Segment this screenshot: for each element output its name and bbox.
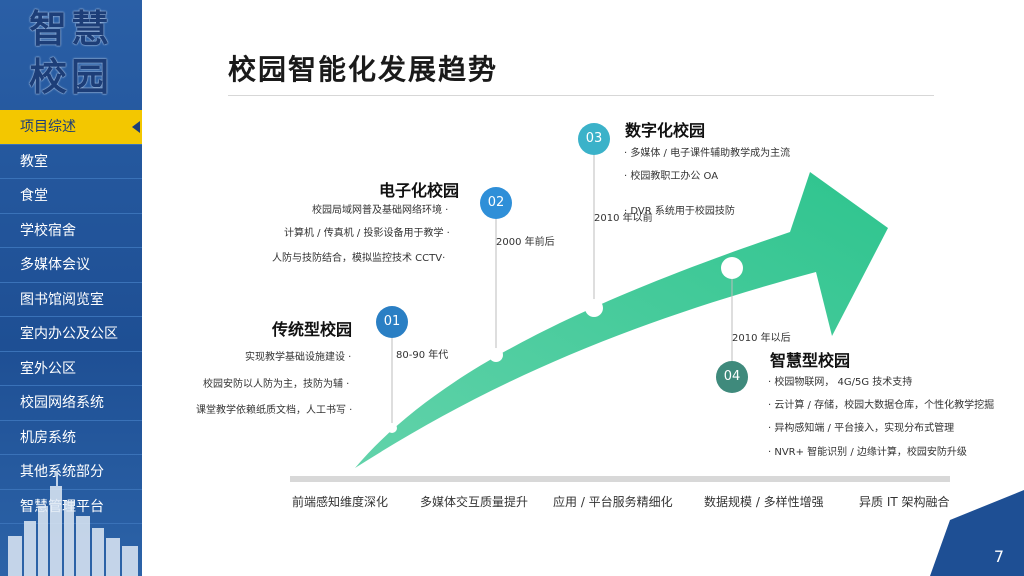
connector-lines: [391, 148, 733, 426]
sidebar-item-other-systems[interactable]: 其他系统部分: [0, 455, 142, 490]
stage-year-01: 80-90 年代: [396, 350, 449, 361]
stage-03-bullet-1: · 多媒体 / 电子课件辅助教学成为主流: [624, 148, 791, 159]
stage-02-bullet-3: 人防与技防结合，模拟监控技术 CCTV·: [272, 253, 446, 264]
stage-number-03: 03: [585, 131, 603, 146]
sidebar-item-project-overview[interactable]: 项目综述: [0, 110, 142, 145]
sidebar-item-campus-network[interactable]: 校园网络系统: [0, 386, 142, 421]
growth-arrow: [355, 172, 888, 468]
stage-01-bullet-3: 课堂教学依赖纸质文档，人工书写 ·: [196, 405, 353, 416]
stage-01-bullet-2: 校园安防以人防为主，技防为辅 ·: [203, 379, 350, 390]
stage-name-03: 数字化校园: [625, 121, 706, 140]
sidebar: 智慧 校园 项目综述 教室 食堂 学校宿舍 多媒体会议 图书馆阅览室 室内办公及…: [0, 0, 142, 576]
sidebar-title-line1: 智慧: [28, 7, 113, 51]
footer-label-4: 数据规模 / 多样性增强: [704, 495, 824, 509]
stage-02-bullet-1: 校园局域网普及基础网络环境 ·: [312, 205, 449, 216]
stage-02-bullet-2: 计算机 / 传真机 / 投影设备用于教学 ·: [284, 228, 450, 239]
stage-badge-01: [376, 306, 408, 338]
sidebar-item-outdoor-area[interactable]: 室外公区: [0, 352, 142, 386]
city-skyline-illustration: [8, 472, 138, 576]
timeline-base-bar: [290, 476, 950, 482]
footer-label-3: 应用 / 平台服务精细化: [553, 495, 673, 509]
stage-name-02: 电子化校园: [379, 181, 460, 200]
page-number: 7: [993, 547, 1004, 566]
corner-accent: [930, 490, 1024, 576]
footer-label-5: 异质 IT 架构融合: [859, 495, 950, 509]
stage-year-02: 2000 年前后: [496, 237, 555, 248]
sidebar-item-indoor-office[interactable]: 室内办公及公区: [0, 317, 142, 352]
stage-name-01: 传统型校园: [272, 320, 353, 339]
stage-year-04: 2010 年以后: [732, 333, 791, 344]
stage-badge-02: [480, 187, 512, 219]
milestone-dots: [387, 257, 743, 433]
sidebar-item-canteen[interactable]: 食堂: [0, 179, 142, 214]
stage-03-bullet-3: · DVR 系统用于校园技防: [624, 206, 735, 217]
stage-04-bullet-4: · NVR+ 智能识别 / 边缘计算，校园安防升级: [768, 447, 967, 458]
stage-name-04: 智慧型校园: [770, 351, 851, 370]
stage-badge-04: [716, 361, 748, 393]
sidebar-item-multimedia-meeting[interactable]: 多媒体会议: [0, 248, 142, 283]
stage-04-bullet-1: · 校园物联网， 4G/5G 技术支持: [768, 377, 913, 388]
sidebar-item-library[interactable]: 图书馆阅览室: [0, 283, 142, 317]
stage-03-bullet-2: · 校园教职工办公 OA: [624, 171, 719, 182]
sidebar-item-classroom[interactable]: 教室: [0, 145, 142, 179]
footer-label-1: 前端感知维度深化: [292, 495, 389, 509]
stage-04-bullet-3: · 异构感知端 / 平台接入，实现分布式管理: [768, 423, 955, 434]
stage-01-bullet-1: 实现教学基础设施建设 ·: [245, 352, 352, 363]
stage-number-02: 02: [487, 195, 505, 210]
sidebar-menu: 项目综述 教室 食堂 学校宿舍 多媒体会议 图书馆阅览室 室内办公及公区 室外公…: [0, 110, 142, 524]
sidebar-title-line2: 校园: [28, 55, 113, 99]
title-divider: [228, 95, 934, 96]
sidebar-item-dormitory[interactable]: 学校宿舍: [0, 214, 142, 248]
sidebar-item-server-room[interactable]: 机房系统: [0, 421, 142, 455]
stage-badge-03: [578, 123, 610, 155]
stage-number-01: 01: [383, 314, 401, 329]
stage-year-03: 2010 年以前: [594, 213, 653, 224]
page-title: 校园智能化发展趋势: [228, 53, 499, 86]
stage-04-bullet-2: · 云计算 / 存储，校园大数据仓库，个性化教学挖掘: [768, 400, 995, 411]
footer-label-2: 多媒体交互质量提升: [420, 495, 529, 509]
stage-number-04: 04: [723, 369, 741, 384]
